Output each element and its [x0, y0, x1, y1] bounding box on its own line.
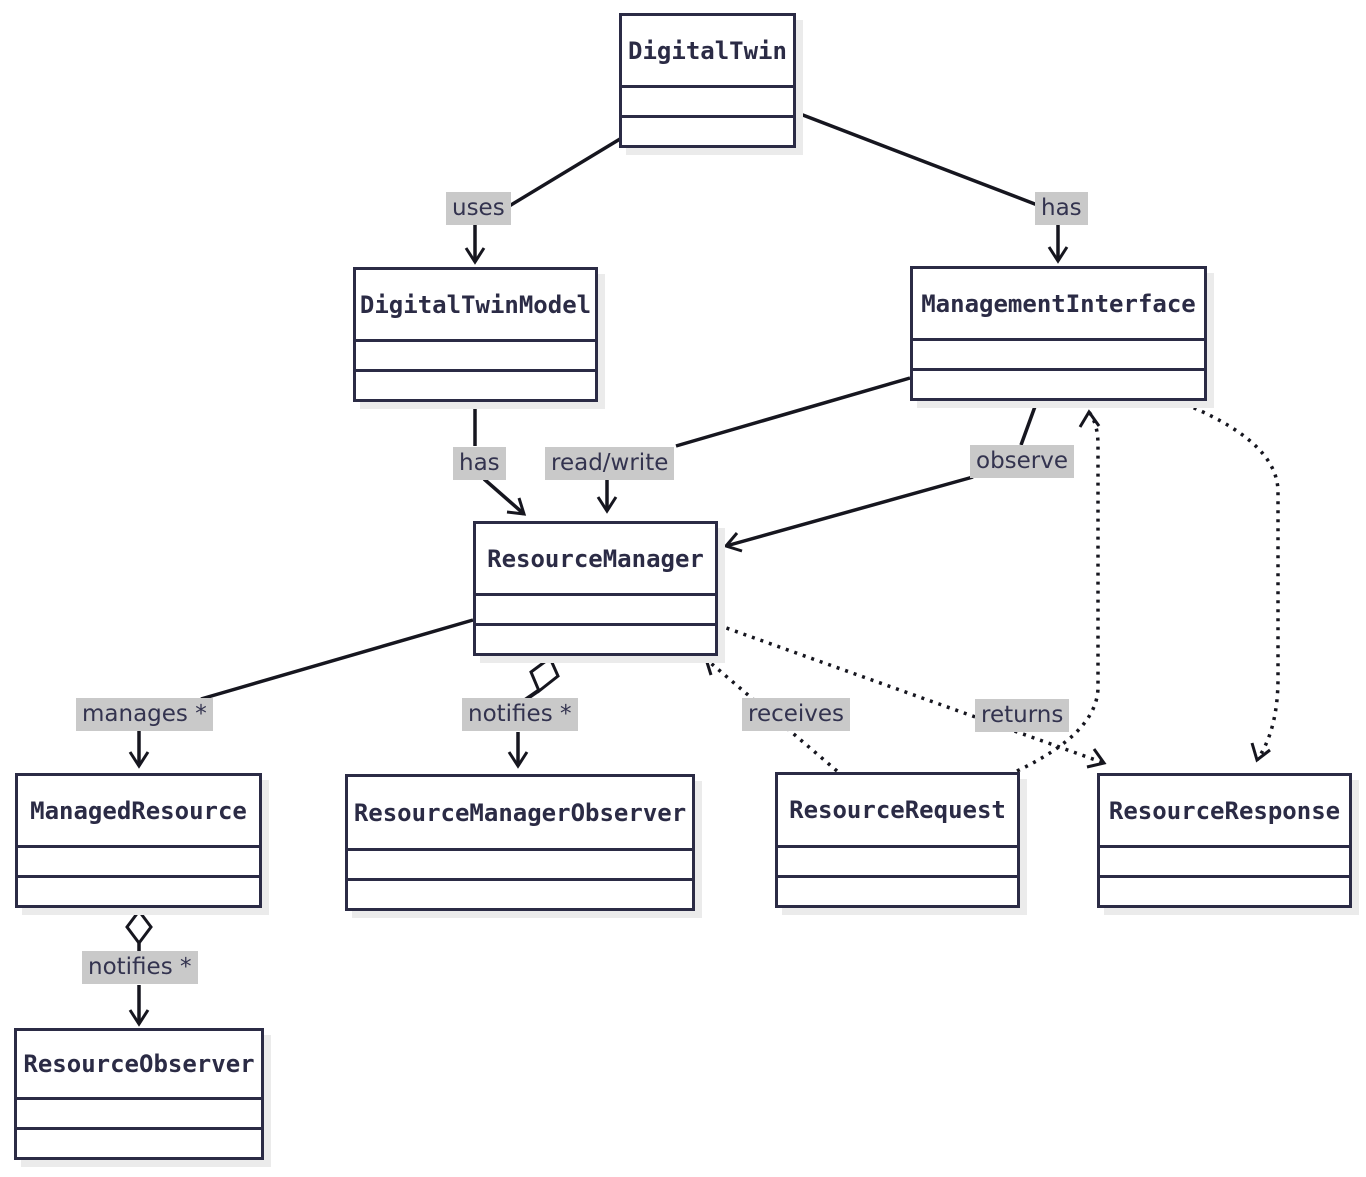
edge-observe-segment [1019, 400, 1039, 446]
edge-uses-arrowhead [464, 247, 486, 265]
edge-manages-arrowhead [128, 751, 150, 769]
edge-returns-dotted [717, 623, 1105, 765]
class-title: ResourceRequest [789, 796, 1006, 824]
attributes-compartment [1100, 845, 1349, 875]
edge-receives-dotted [704, 657, 839, 773]
methods-compartment [348, 878, 692, 908]
aggregation-diamond-resourcemanager [529, 655, 560, 694]
edge-label-receives: receives [742, 698, 851, 731]
aggregation-diamond-managedresource [125, 908, 153, 946]
methods-compartment [913, 368, 1204, 398]
edge-label-uses: uses [446, 192, 511, 225]
edge-request-mgmt-dotted [1016, 410, 1100, 773]
class-title: ResourceResponse [1108, 796, 1341, 825]
edge-readwrite-arrowhead [596, 496, 618, 514]
edge-mgmt-response-arrowhead [1250, 742, 1271, 763]
edge-notifies-bottom-arrowhead [128, 1009, 150, 1027]
edge-label-has-top: has [1035, 192, 1088, 225]
class-digitaltwin: DigitalTwin [619, 13, 796, 148]
edge-readwrite-segment [675, 376, 911, 448]
methods-compartment [622, 115, 793, 145]
class-title: ManagementInterface [921, 289, 1196, 318]
edge-label-notifies-mid: notifies * [462, 698, 578, 731]
methods-compartment [18, 875, 259, 905]
class-title: ResourceObserver [23, 1050, 255, 1078]
methods-compartment [778, 875, 1017, 905]
edge-observe-arrowhead [723, 532, 743, 553]
class-title: ResourceManager [487, 544, 704, 573]
edge-request-mgmt-arrowhead [1078, 409, 1101, 428]
class-resourceobserver: ResourceObserver [14, 1028, 264, 1160]
edge-has-mid-arrowhead [506, 497, 527, 516]
edge-observe-shaft [725, 475, 974, 548]
edge-returns-arrowhead [1086, 748, 1107, 769]
attributes-compartment [778, 845, 1017, 875]
edge-receives-arrowhead [703, 657, 724, 676]
attributes-compartment [17, 1097, 261, 1127]
edge-label-readwrite: read/write [545, 447, 675, 480]
attributes-compartment [348, 848, 692, 878]
attributes-compartment [622, 85, 793, 115]
edge-label-notifies-bottom: notifies * [82, 951, 198, 984]
edge-has-mid-shaft [482, 477, 526, 516]
class-digitaltwinmodel: DigitalTwinModel [353, 267, 598, 402]
class-managedresource: ManagedResource [15, 773, 262, 908]
methods-compartment [1100, 875, 1349, 905]
class-title: DigitalTwin [628, 36, 787, 65]
class-managementinterface: ManagementInterface [910, 266, 1207, 401]
edge-label-has-mid: has [453, 447, 506, 480]
class-resourceresponse: ResourceResponse [1097, 773, 1352, 908]
attributes-compartment [18, 845, 259, 875]
class-title: ResourceManagerObserver [353, 798, 687, 827]
edge-has-top-arrowhead [1047, 246, 1069, 264]
edge-label-manages: manages * [76, 698, 213, 731]
edge-notifies-mid-arrowhead [507, 751, 529, 769]
edge-has-top-segment [794, 110, 1041, 208]
edge-label-observe: observe [970, 445, 1075, 478]
edge-mgmt-response-dotted [1176, 399, 1280, 762]
methods-compartment [356, 369, 595, 399]
class-resourcemanager: ResourceManager [473, 521, 718, 656]
edge-manages-segment [200, 618, 474, 701]
edge-label-returns: returns [975, 699, 1070, 732]
class-resourcerequest: ResourceRequest [775, 772, 1020, 908]
attributes-compartment [913, 338, 1204, 368]
class-title: ManagedResource [30, 796, 247, 825]
methods-compartment [476, 623, 715, 653]
class-title: DigitalTwinModel [359, 290, 592, 319]
class-resourcemanagerobserver: ResourceManagerObserver [345, 774, 695, 911]
attributes-compartment [476, 593, 715, 623]
attributes-compartment [356, 339, 595, 369]
edge-uses-segment [500, 137, 621, 213]
methods-compartment [17, 1127, 261, 1157]
